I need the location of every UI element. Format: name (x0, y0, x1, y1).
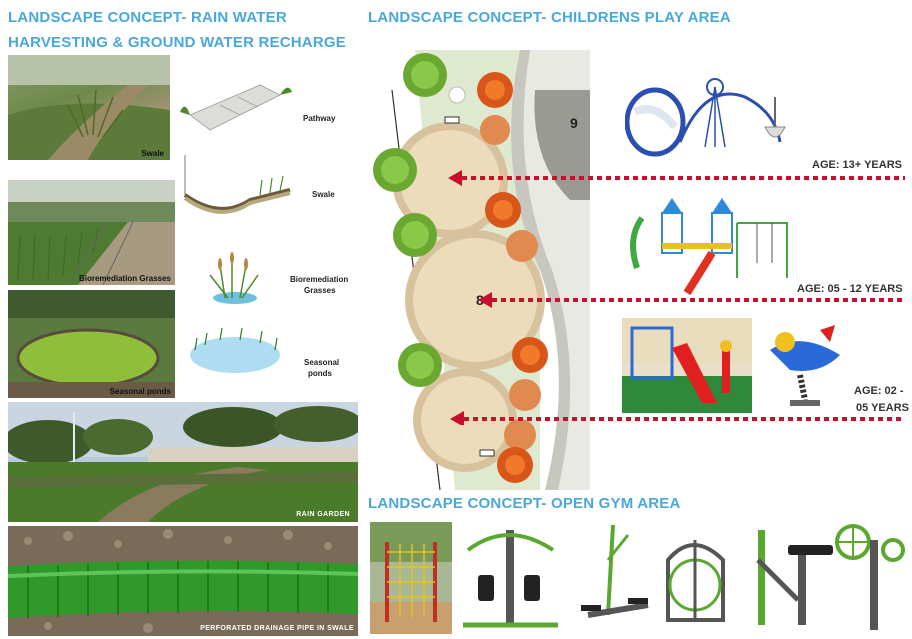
age-middle-label: AGE: 05 - 12 YEARS (797, 283, 903, 295)
cross-trainer-icon (581, 524, 649, 618)
equipment-middle-illustration (630, 198, 788, 296)
equipment-teen-illustration (625, 78, 786, 157)
plan-zone-9-label: 9 (570, 115, 578, 131)
chest-press-machine-icon (463, 530, 558, 628)
flow-label-swale: Swale (312, 190, 335, 199)
drainage-pipe-photo: PERFORATED DRAINAGE PIPE IN SWALE (8, 526, 358, 636)
age-young-label-line2: 05 YEARS (856, 402, 909, 414)
seated-rower-icon (756, 530, 833, 625)
equipment-young-photo-image (622, 318, 752, 413)
ponds-caption: Seasonal ponds (109, 387, 171, 396)
play-area-heading: LANDSCAPE CONCEPT- CHILDRENS PLAY AREA (368, 9, 731, 26)
open-gym-heading: LANDSCAPE CONCEPT- OPEN GYM AREA (368, 495, 681, 512)
grasses-photo: Bioremediation Grasses (8, 180, 175, 285)
age-connector-arrows (448, 170, 905, 425)
rain-garden-caption: RAIN GARDEN (296, 511, 350, 518)
flow-label-grasses-line1: Bioremediation (290, 275, 349, 284)
rain-garden-photo: RAIN GARDEN (8, 402, 358, 522)
net-climber-photo-image (370, 522, 452, 634)
drainage-pipe-caption: PERFORATED DRAINAGE PIPE IN SWALE (200, 625, 354, 632)
net-climber-photo (370, 522, 452, 634)
grasses-caption: Bioremediation Grasses (78, 274, 171, 283)
flow-label-ponds-line1: Seasonal (304, 358, 340, 367)
ponds-photo-image (8, 290, 175, 398)
bioremediation-grasses-illustration (209, 252, 259, 304)
drainage-pipe-photo-image (8, 526, 358, 636)
ponds-photo: Seasonal ponds (8, 290, 175, 398)
wheel-frame-machine-icon (666, 540, 725, 622)
arrow-teen-icon (448, 170, 462, 186)
age-teen-label: AGE: 13+ YEARS (812, 159, 902, 171)
plan-green-trees (373, 53, 447, 387)
grasses-photo-image (8, 180, 175, 285)
flow-label-ponds-line2: ponds (308, 369, 332, 378)
flow-label-pathway: Pathway (303, 114, 336, 123)
seasonal-pond-illustration (190, 327, 280, 373)
arrow-middle-icon (478, 292, 492, 308)
equipment-young-photo (622, 318, 752, 413)
wheel-twister-icon (835, 524, 905, 630)
arrow-young-icon (450, 411, 464, 425)
flow-label-grasses-line2: Grasses (304, 286, 336, 295)
age-young-label-line1: AGE: 02 - (854, 385, 904, 397)
swale-photo: Swale (8, 55, 170, 160)
gym-equipment-illustrations (463, 524, 905, 630)
pathway-illustration (180, 84, 292, 131)
rain-water-heading-line2: HARVESTING & GROUND WATER RECHARGE (8, 34, 346, 51)
plan-orange-trees (477, 72, 548, 483)
spring-rider-illustration (770, 325, 840, 406)
rain-garden-photo-image (8, 402, 358, 522)
water-flow-illustrations (180, 84, 292, 373)
swale-caption: Swale (141, 149, 164, 158)
rain-water-heading-line1: LANDSCAPE CONCEPT- RAIN WATER (8, 9, 287, 26)
swale-photo-image (8, 55, 170, 160)
swale-section-illustration (183, 155, 291, 214)
